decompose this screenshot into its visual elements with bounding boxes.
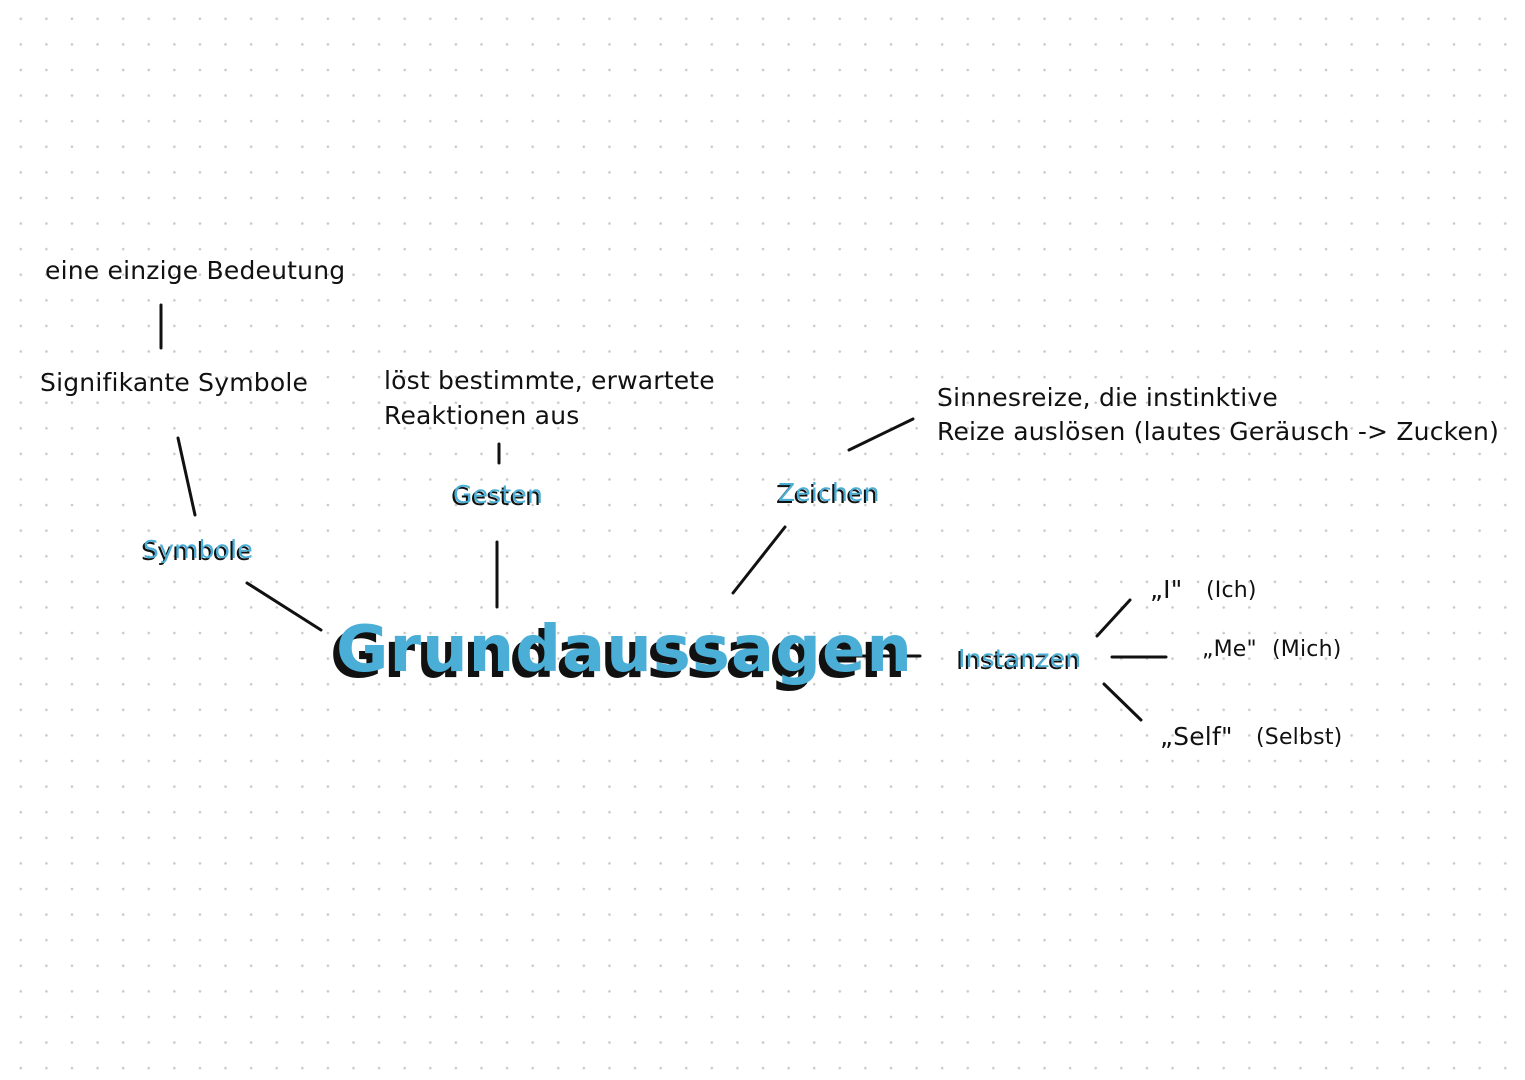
main-title: Grundaussagen: [336, 613, 913, 687]
line-symbole-to-title: [245, 581, 323, 632]
instanzen-term-self: „Self": [1160, 722, 1233, 751]
gesten-note-line2: Reaktionen aus: [384, 401, 580, 430]
instanzen-term-i: „I": [1150, 575, 1183, 604]
gesten-note-line1: löst bestimmte, erwartete: [384, 366, 715, 395]
instanzen-translation-self: (Selbst): [1256, 725, 1343, 750]
line-instanzen-to-i: [1095, 598, 1132, 638]
einzige-bedeutung-note: eine einzige Bedeutung: [45, 256, 346, 285]
line-zeichen-to-title: [731, 525, 787, 595]
signifikante-symbole-label: Signifikante Symbole: [40, 368, 309, 397]
zeichen-note-line2: Reize auslösen (lautes Geräusch -> Zucke…: [937, 417, 1500, 446]
node-gesten: Gesten: [453, 480, 544, 509]
line-instanzen-to-self: [1102, 682, 1143, 722]
node-symbole: Symbole: [143, 535, 253, 564]
zeichen-note-line1: Sinnesreize, die instinktive: [937, 383, 1278, 412]
node-zeichen: Zeichen: [778, 478, 880, 507]
line-zeichen-note-to-zeichen: [847, 417, 915, 452]
instanzen-translation-i: (Ich): [1206, 578, 1257, 603]
instanzen-translation-me: (Mich): [1272, 637, 1342, 662]
line-signifikante-to-symbole: [176, 436, 197, 517]
instanzen-term-me: „Me": [1202, 637, 1257, 662]
node-instanzen: Instanzen: [958, 644, 1082, 673]
